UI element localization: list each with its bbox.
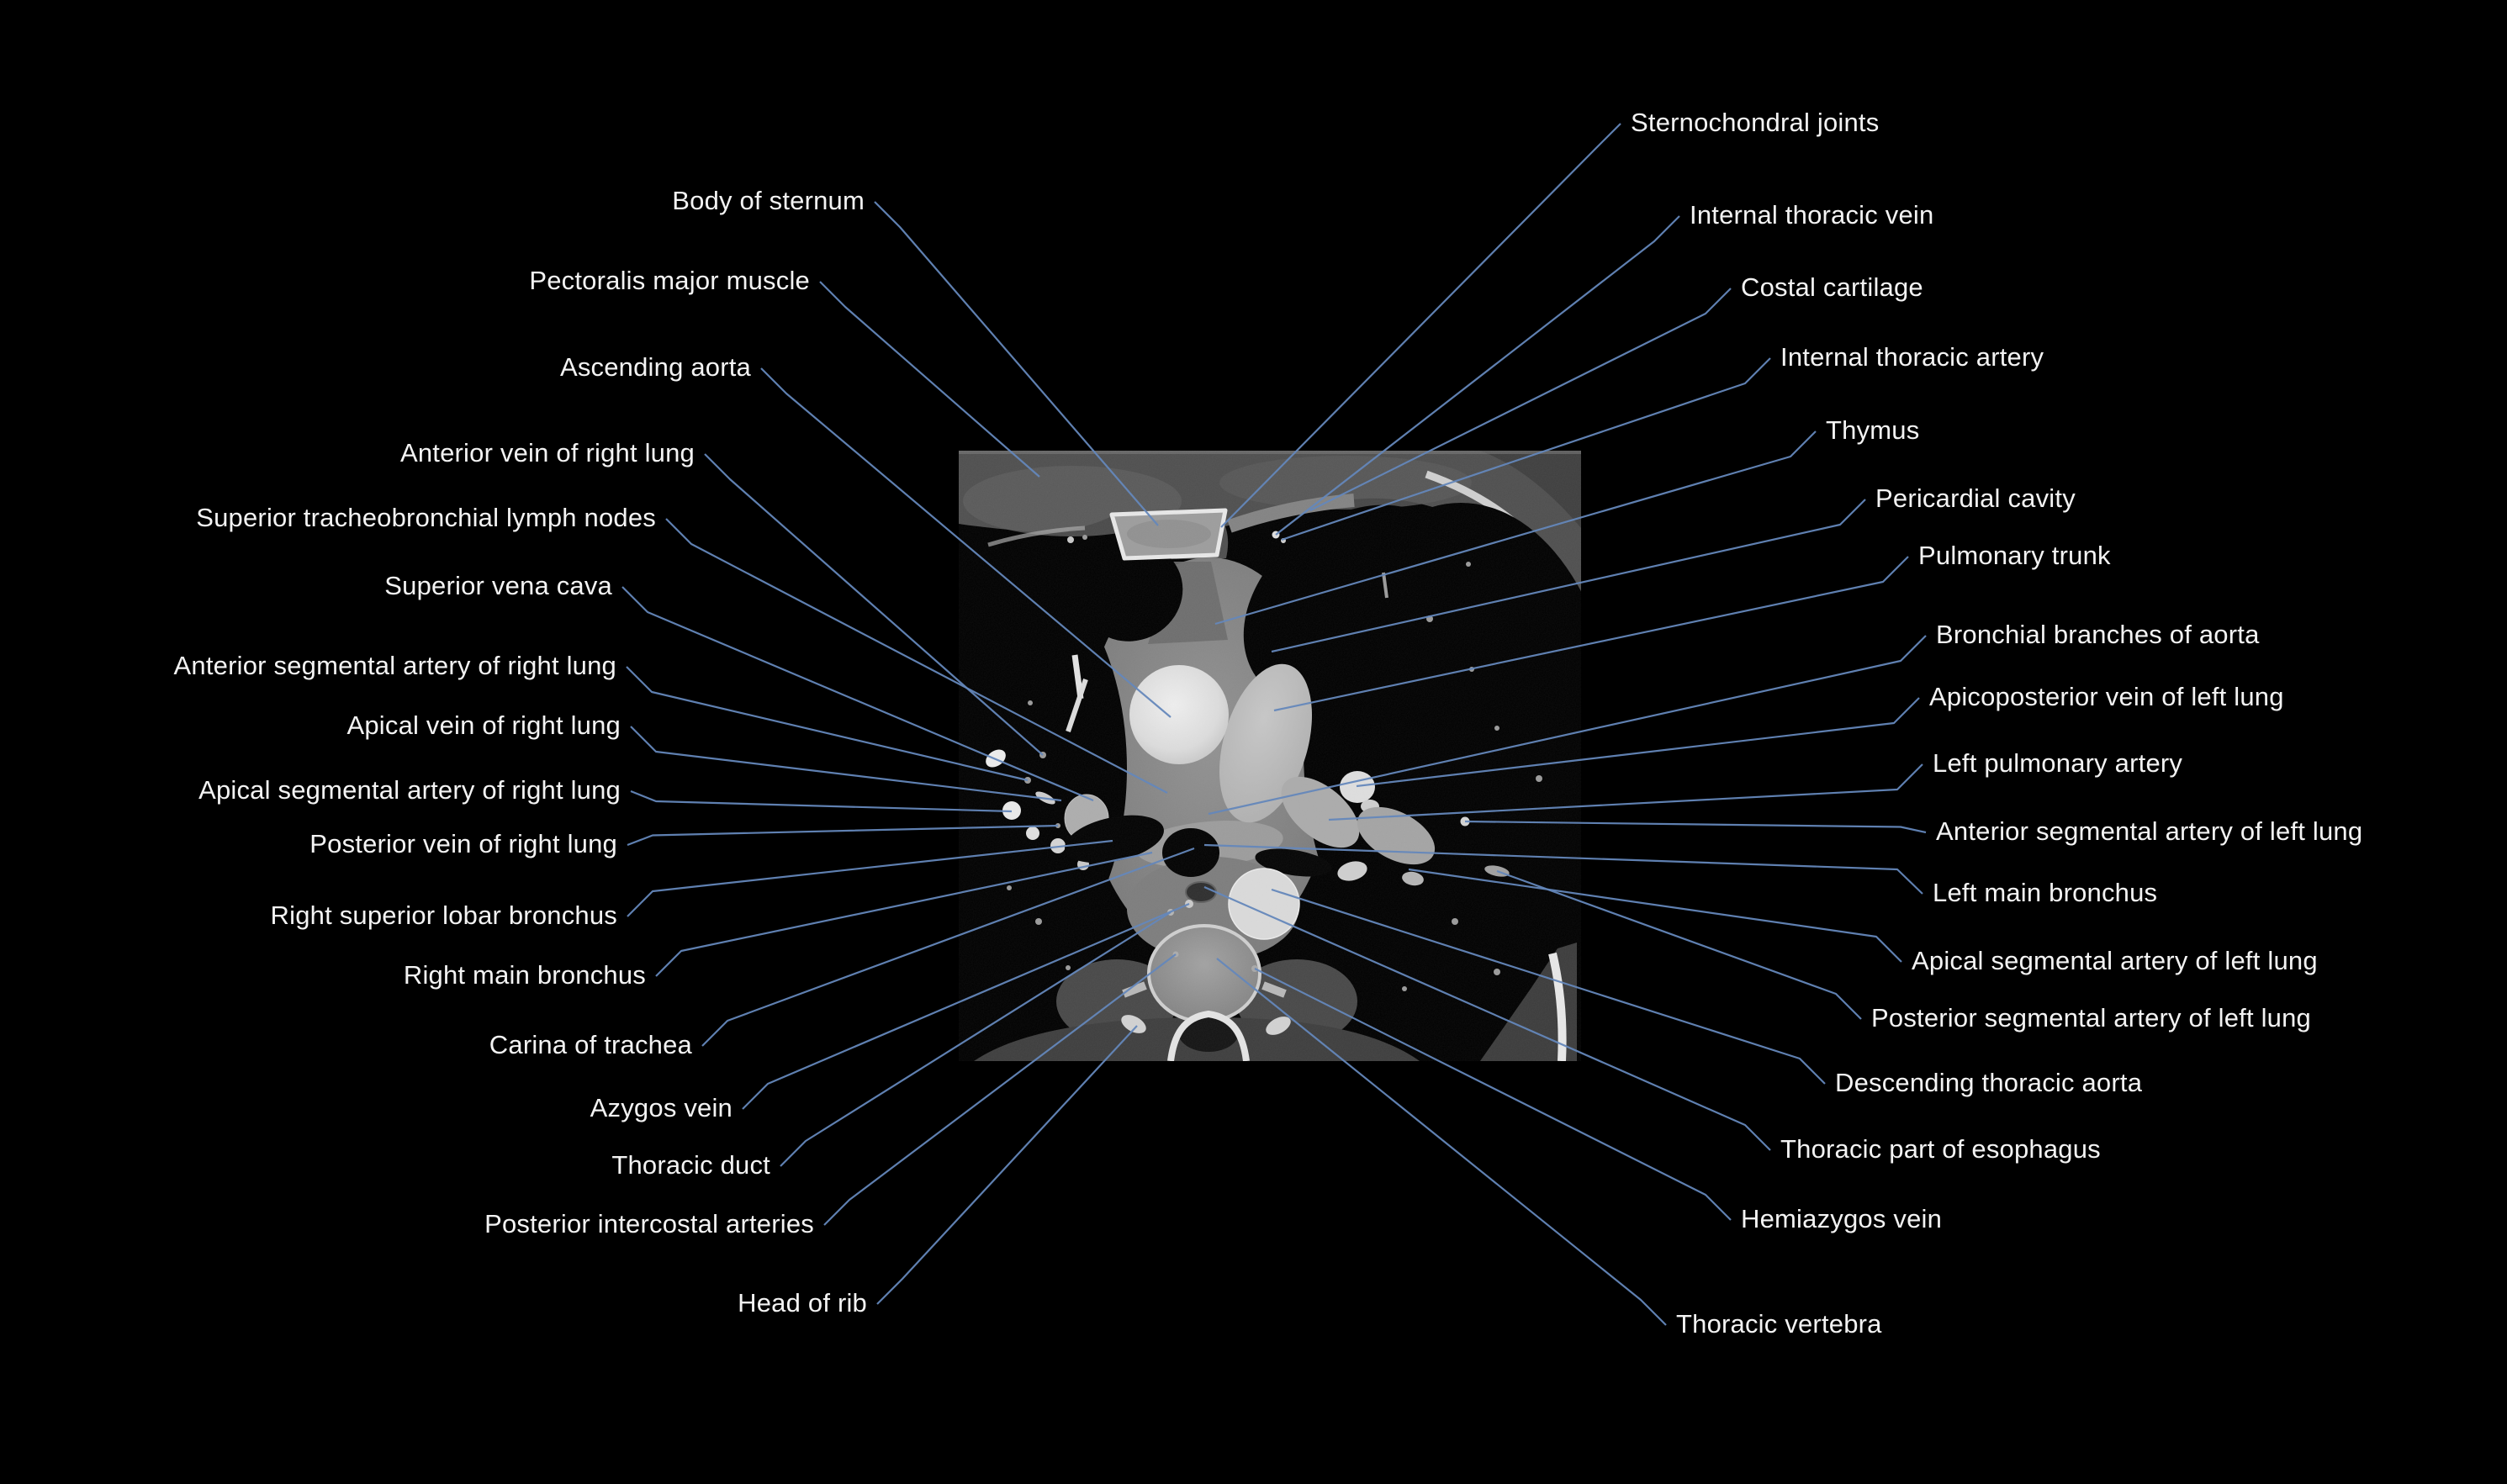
label-internal-thoracic-vein: Internal thoracic vein xyxy=(1690,200,1934,230)
label-ascending-aorta: Ascending aorta xyxy=(559,352,751,382)
label-posterior-segmental-artery-of-left-lung: Posterior segmental artery of left lung xyxy=(1871,1003,2311,1032)
label-pericardial-cavity: Pericardial cavity xyxy=(1875,483,2076,513)
label-right-superior-lobar-bronchus: Right superior lobar bronchus xyxy=(270,900,617,930)
label-posterior-vein-of-right-lung: Posterior vein of right lung xyxy=(309,829,617,858)
label-right-main-bronchus: Right main bronchus xyxy=(403,960,646,990)
label-carina-of-trachea: Carina of trachea xyxy=(489,1030,692,1059)
label-anterior-segmental-artery-of-left-lung: Anterior segmental artery of left lung xyxy=(1936,816,2363,846)
label-head-of-rib: Head of rib xyxy=(738,1288,867,1318)
label-apical-segmental-artery-of-right-lung: Apical segmental artery of right lung xyxy=(198,775,621,805)
label-thoracic-duct: Thoracic duct xyxy=(611,1150,770,1180)
label-thoracic-part-of-esophagus: Thoracic part of esophagus xyxy=(1780,1134,2101,1164)
label-thymus: Thymus xyxy=(1826,415,1920,445)
label-anterior-segmental-artery-of-right-lung: Anterior segmental artery of right lung xyxy=(173,651,616,680)
label-body-of-sternum: Body of sternum xyxy=(672,186,865,215)
label-superior-tracheobronchial-lymph-nodes: Superior tracheobronchial lymph nodes xyxy=(196,503,656,532)
label-bronchial-branches-of-aorta: Bronchial branches of aorta xyxy=(1936,620,2260,649)
label-descending-thoracic-aorta: Descending thoracic aorta xyxy=(1835,1068,2143,1097)
label-pectoralis-major-muscle: Pectoralis major muscle xyxy=(529,266,810,295)
label-left-main-bronchus: Left main bronchus xyxy=(1933,878,2158,907)
label-costal-cartilage: Costal cartilage xyxy=(1741,272,1923,302)
label-superior-vena-cava: Superior vena cava xyxy=(384,571,612,600)
label-hemiazygos-vein: Hemiazygos vein xyxy=(1741,1204,1943,1233)
label-thoracic-vertebra: Thoracic vertebra xyxy=(1676,1309,1882,1339)
label-anterior-vein-of-right-lung: Anterior vein of right lung xyxy=(399,438,695,467)
label-apical-vein-of-right-lung: Apical vein of right lung xyxy=(346,710,621,740)
label-apicoposterior-vein-of-left-lung: Apicoposterior vein of left lung xyxy=(1929,682,2284,711)
label-internal-thoracic-artery: Internal thoracic artery xyxy=(1780,342,2044,372)
label-posterior-intercostal-arteries: Posterior intercostal arteries xyxy=(484,1209,814,1238)
label-sternochondral-joints: Sternochondral joints xyxy=(1631,108,1880,137)
label-pulmonary-trunk: Pulmonary trunk xyxy=(1918,541,2111,570)
label-left-pulmonary-artery: Left pulmonary artery xyxy=(1933,748,2183,778)
label-apical-segmental-artery-of-left-lung: Apical segmental artery of left lung xyxy=(1912,946,2318,975)
label-azygos-vein: Azygos vein xyxy=(590,1093,733,1122)
